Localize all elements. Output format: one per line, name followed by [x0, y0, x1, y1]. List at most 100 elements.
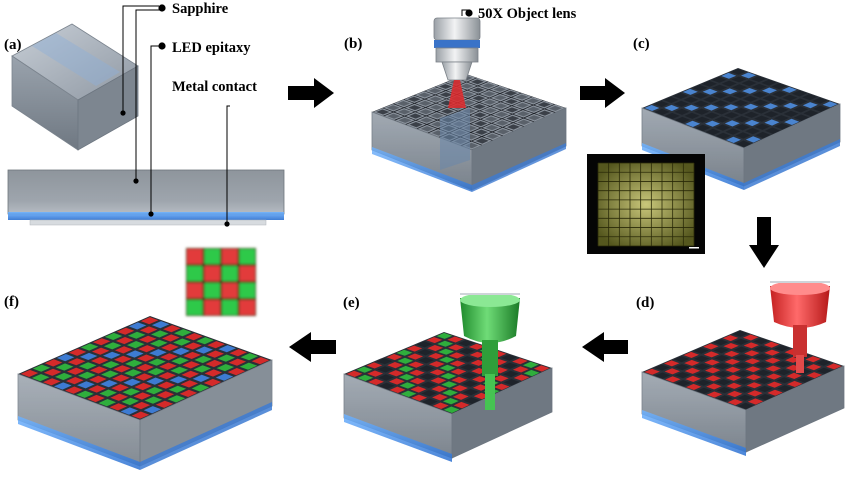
fluorescence-pixel [239, 300, 255, 315]
grid-cell [693, 100, 709, 107]
grid-cell [744, 350, 760, 357]
grid-cell [468, 94, 489, 103]
grid-cell [452, 385, 468, 392]
grid-cell [422, 398, 438, 405]
grid-cell [32, 364, 51, 372]
grid-cell [103, 351, 121, 359]
grid-cell [764, 119, 780, 126]
grid-cell [743, 103, 759, 110]
fluorescence-pixel [204, 300, 220, 315]
grid-cell [741, 80, 757, 87]
grid-cell [395, 116, 415, 125]
grid-cell [56, 354, 75, 362]
grid-cell [425, 86, 445, 95]
grid-cell [733, 338, 749, 345]
grid-cell [523, 97, 543, 105]
grid-cell [480, 98, 500, 106]
grid-cell [31, 374, 50, 382]
fluorescence-pixel [222, 283, 238, 298]
grid-cell [735, 370, 751, 377]
grid-cell [79, 362, 97, 370]
grid-cell [179, 389, 198, 397]
grid-cell [143, 406, 162, 414]
grid-cell [144, 396, 163, 404]
grid-cell [192, 374, 211, 382]
label-metal-contact: Metal contact [172, 79, 257, 95]
grid-cell [440, 373, 457, 380]
grid-cell [425, 95, 446, 103]
grid-cell [429, 369, 446, 376]
grid-cell [432, 394, 448, 401]
grid-cell [126, 350, 144, 358]
grid-cell [467, 78, 488, 86]
grid-cell [734, 354, 750, 361]
grid-cell [712, 92, 728, 99]
grid-cell [733, 100, 749, 106]
grid-cell [712, 84, 728, 91]
grid-cell [489, 85, 510, 94]
grid-cell [732, 84, 747, 91]
grid-cell [428, 353, 444, 360]
grid-cell [461, 372, 478, 379]
red-nozzle-icon [770, 281, 830, 373]
grid-cell [427, 345, 444, 352]
grid-cell [431, 385, 448, 392]
grid-cell [724, 350, 740, 357]
grid-cell [54, 382, 72, 390]
grid-cell [43, 368, 62, 376]
grid-cell [458, 340, 474, 347]
grid-cell [396, 349, 413, 356]
grid-cell [442, 398, 459, 405]
grid-cell [793, 106, 809, 113]
grid-cell [171, 357, 189, 365]
grid-cell [773, 107, 789, 114]
grid-cell [762, 95, 778, 102]
grid-cell [771, 83, 787, 90]
grid-cell [228, 358, 247, 366]
grid-cell [65, 386, 83, 394]
grid-cell [684, 104, 699, 111]
grid-cell [66, 377, 84, 385]
grid-cell [146, 377, 164, 385]
arrow-right-icon [288, 78, 334, 108]
grid-cell [239, 362, 258, 370]
grid-cell [716, 379, 732, 386]
grid-cell [733, 346, 750, 353]
grid-cell [754, 353, 770, 360]
grid-cell [404, 103, 425, 112]
grid-cell [115, 346, 133, 354]
callout-dot-lens [465, 9, 473, 17]
grid-cell [706, 391, 723, 398]
grid-cell [372, 108, 393, 116]
grid-cell [135, 373, 153, 381]
grid-cell [513, 109, 534, 118]
grid-cell [730, 68, 746, 75]
grid-cell [428, 361, 445, 368]
grid-cell [714, 116, 730, 123]
grid-cell [705, 367, 721, 374]
block-f [17, 316, 273, 470]
grid-cell [79, 352, 98, 360]
grid-cell [725, 374, 742, 381]
grid-cell [415, 99, 436, 108]
grid-cell [378, 374, 394, 381]
grid-cell [426, 103, 447, 112]
grid-cell [723, 96, 738, 103]
grid-cell [664, 104, 680, 111]
grid-cell [437, 107, 458, 116]
grid-cell [384, 112, 404, 121]
grid-cell [470, 119, 491, 128]
grid-cell [427, 111, 447, 120]
grid-cell [512, 366, 529, 373]
grid-cell [229, 349, 247, 357]
grid-cell [694, 108, 710, 115]
grid-cell [501, 354, 518, 361]
grid-cell [806, 372, 822, 379]
grid-cell [761, 79, 777, 86]
grid-cell [404, 95, 424, 104]
grid-cell [714, 363, 731, 370]
grid-cell [755, 131, 771, 139]
fluorescence-pixel [187, 300, 203, 315]
grid-cell [167, 395, 186, 403]
grid-cell [705, 375, 721, 382]
